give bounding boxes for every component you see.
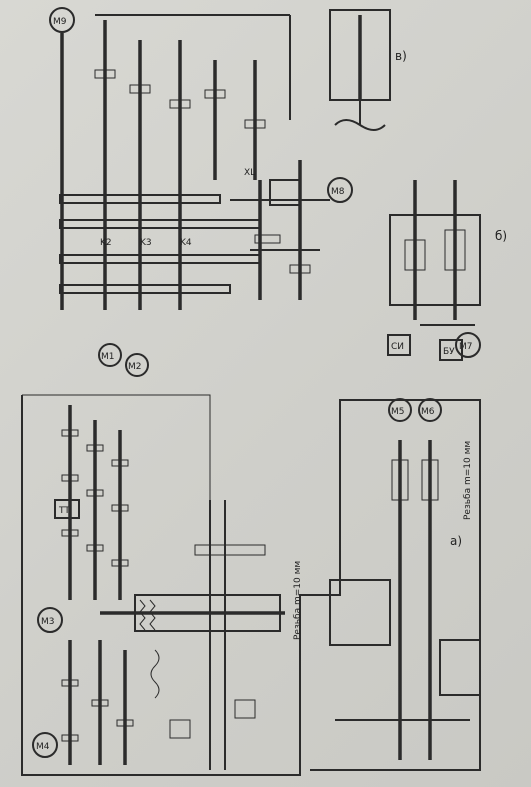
worm-b [269, 179, 301, 206]
rezba-label-1: Резьба m=10 мм [293, 561, 303, 640]
label-xl: XL [244, 168, 255, 178]
handle-curve [334, 119, 386, 131]
view-label-a: a) [450, 534, 462, 548]
frame-a-top [22, 394, 211, 560]
scheme-a-right: M5 M6 Резьба m=10 мм Резьба m=10 мм a) [293, 398, 481, 760]
tt-box [54, 499, 80, 519]
motor-m7-circle [455, 332, 481, 358]
view-label-b: б) [495, 229, 507, 243]
screw-box-2 [439, 639, 481, 696]
motor-m1-circle [98, 343, 122, 367]
bu-label: БУ [443, 347, 455, 357]
long-gears [59, 194, 261, 294]
spindle-assembly [100, 594, 285, 632]
su-box [387, 334, 411, 356]
label-k2: K2 [100, 238, 112, 248]
worm-blocks [169, 699, 256, 739]
su-label: СИ [391, 342, 404, 352]
motor-m8-circle [327, 177, 353, 203]
motor-m2-circle [125, 353, 149, 377]
motor-m5-circle [388, 398, 412, 422]
rack [194, 544, 266, 556]
motor-m4-label: M4 [36, 742, 50, 752]
motor-m6-circle [418, 398, 442, 422]
motor-m5-label: M5 [391, 407, 405, 417]
scheme-v: M9 K2 K3 K4 XL в) [49, 7, 407, 310]
spring [139, 599, 156, 631]
motor-m9-circle [49, 7, 75, 33]
label-k3: K3 [140, 238, 152, 248]
lower-shafts [61, 640, 134, 765]
motor-m4-circle [32, 732, 58, 758]
motor-m7-label: M7 [459, 342, 473, 352]
scheme-a: M1 M2 M3 M4 TT [21, 343, 481, 776]
view-label-v: в) [395, 49, 407, 63]
rezba-label-2: Резьба m=10 мм [463, 441, 473, 520]
motor-m6-label: M6 [421, 407, 435, 417]
motor-m9-label: M9 [53, 17, 67, 27]
tt-label: TT [58, 506, 70, 516]
motor-m8-label: M8 [331, 187, 345, 197]
motor-m3-circle [37, 607, 63, 633]
gear-stack-upper [61, 405, 129, 600]
motor-m1-label: M1 [101, 352, 115, 362]
motor-m2-label: M2 [128, 362, 142, 372]
scheme-b: M8 M7 СИ БУ б) [230, 160, 507, 361]
lead-screw [150, 500, 266, 770]
screw-box-1 [329, 579, 391, 646]
worm-curve [150, 649, 160, 699]
motor-m3-label: M3 [41, 617, 55, 627]
bu-box [439, 339, 463, 361]
label-k4: K4 [180, 238, 192, 248]
assembly-b [389, 214, 481, 306]
